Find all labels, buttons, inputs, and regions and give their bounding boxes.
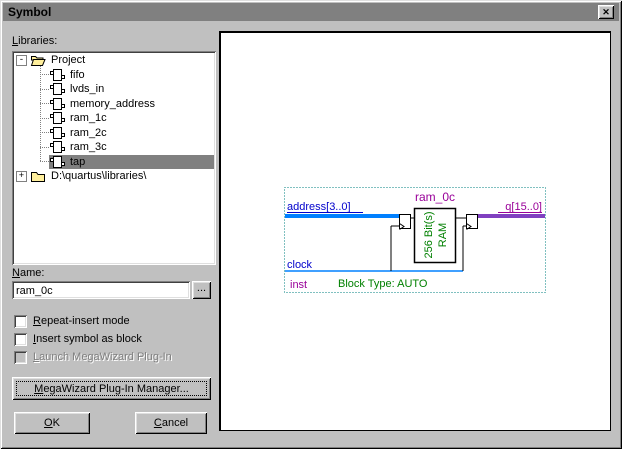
ram-block bbox=[413, 207, 457, 264]
insert-as-block-checkbox-row[interactable]: Insert symbol as block bbox=[14, 332, 142, 346]
output-port-box bbox=[466, 214, 478, 229]
tree-item-ram_2c[interactable]: ram_2c bbox=[14, 126, 214, 141]
ram-block-size-text: 256 Bit(s) bbox=[423, 211, 435, 258]
clock-label: clock bbox=[287, 259, 313, 271]
tree-item-label: ram_2c bbox=[70, 126, 107, 139]
symbol-schematic: 256 Bit(s) RAM ram_0c address[3..0] q[15… bbox=[284, 187, 546, 293]
symbol-chip-icon bbox=[50, 97, 65, 110]
tree-item-label: tap bbox=[70, 155, 86, 168]
symbol-title: ram_0c bbox=[415, 190, 455, 204]
launch-megawizard-checkbox-row: Launch MegaWizard Plug-In bbox=[14, 350, 172, 364]
close-icon: ✕ bbox=[602, 6, 610, 17]
block-type-label: Block Type: AUTO bbox=[338, 278, 428, 290]
ram-block-type-text: RAM bbox=[437, 223, 449, 247]
titlebar: Symbol ✕ bbox=[3, 3, 619, 21]
folder-closed-icon bbox=[31, 171, 45, 182]
libraries-tree[interactable]: - Project fifo bbox=[12, 51, 216, 265]
insert-as-block-label: Insert symbol as block bbox=[33, 333, 142, 345]
tree-item-label: ram_3c bbox=[70, 141, 107, 154]
ok-button[interactable]: OK bbox=[14, 412, 90, 434]
window-title: Symbol bbox=[8, 5, 52, 19]
symbol-preview-panel: 256 Bit(s) RAM ram_0c address[3..0] q[15… bbox=[219, 31, 611, 431]
tree-item-label: fifo bbox=[70, 68, 85, 81]
tree-item-fifo[interactable]: fifo bbox=[14, 68, 214, 83]
symbol-chip-icon bbox=[50, 141, 65, 154]
expand-icon[interactable]: + bbox=[16, 170, 27, 182]
checkbox-unchecked[interactable] bbox=[14, 332, 27, 346]
tree-item-label: memory_address bbox=[70, 97, 155, 110]
input-port-box bbox=[399, 214, 411, 229]
checkbox-disabled bbox=[14, 350, 27, 364]
tree-item-memory_address[interactable]: memory_address bbox=[14, 97, 214, 112]
tree-item-quartus-libraries[interactable]: + D:\quartus\libraries\ bbox=[14, 169, 214, 184]
tree-item-project[interactable]: - Project bbox=[14, 53, 214, 68]
tree-item-ram_3c[interactable]: ram_3c bbox=[14, 140, 214, 155]
clock-chevron-icon bbox=[466, 223, 472, 230]
tree-item-label: ram_1c bbox=[70, 112, 107, 125]
tree-item-lvds_in[interactable]: lvds_in bbox=[14, 82, 214, 97]
address-bus-label: address[3..0] bbox=[287, 201, 351, 213]
megawizard-manager-button[interactable]: MegaWizard Plug-In Manager... bbox=[12, 377, 211, 400]
cancel-button[interactable]: Cancel bbox=[135, 412, 207, 434]
libraries-label: Libraries: bbox=[12, 35, 58, 47]
symbol-chip-icon bbox=[50, 68, 65, 81]
symbol-chip-icon bbox=[50, 112, 65, 125]
browse-button[interactable]: ... bbox=[192, 281, 211, 299]
name-input[interactable] bbox=[12, 281, 190, 299]
tree-item-label: D:\quartus\libraries\ bbox=[51, 170, 147, 183]
tree-item-tap-selected[interactable]: tap bbox=[14, 154, 214, 169]
tree-item-label: lvds_in bbox=[70, 83, 105, 96]
name-label: Name: bbox=[12, 267, 45, 279]
instance-label: inst bbox=[290, 279, 307, 291]
tree-item-label: Project bbox=[51, 54, 86, 67]
symbol-chip-icon bbox=[50, 83, 65, 96]
repeat-insert-label: Repeat-insert mode bbox=[33, 315, 130, 327]
launch-megawizard-label: Launch MegaWizard Plug-In bbox=[33, 351, 172, 363]
close-button[interactable]: ✕ bbox=[598, 5, 614, 19]
clock-chevron-icon bbox=[399, 223, 405, 230]
tree-item-ram_1c[interactable]: ram_1c bbox=[14, 111, 214, 126]
tree-connector-line bbox=[40, 66, 41, 161]
symbol-chip-icon bbox=[50, 126, 65, 139]
symbol-chip-icon bbox=[50, 155, 65, 168]
collapse-icon[interactable]: - bbox=[16, 54, 27, 66]
repeat-insert-checkbox-row[interactable]: Repeat-insert mode bbox=[14, 314, 130, 328]
selected-row-highlight: tap bbox=[49, 154, 214, 169]
folder-open-icon bbox=[30, 55, 46, 66]
q-bus-label: q[15..0] bbox=[505, 201, 542, 213]
checkbox-unchecked[interactable] bbox=[14, 314, 27, 328]
